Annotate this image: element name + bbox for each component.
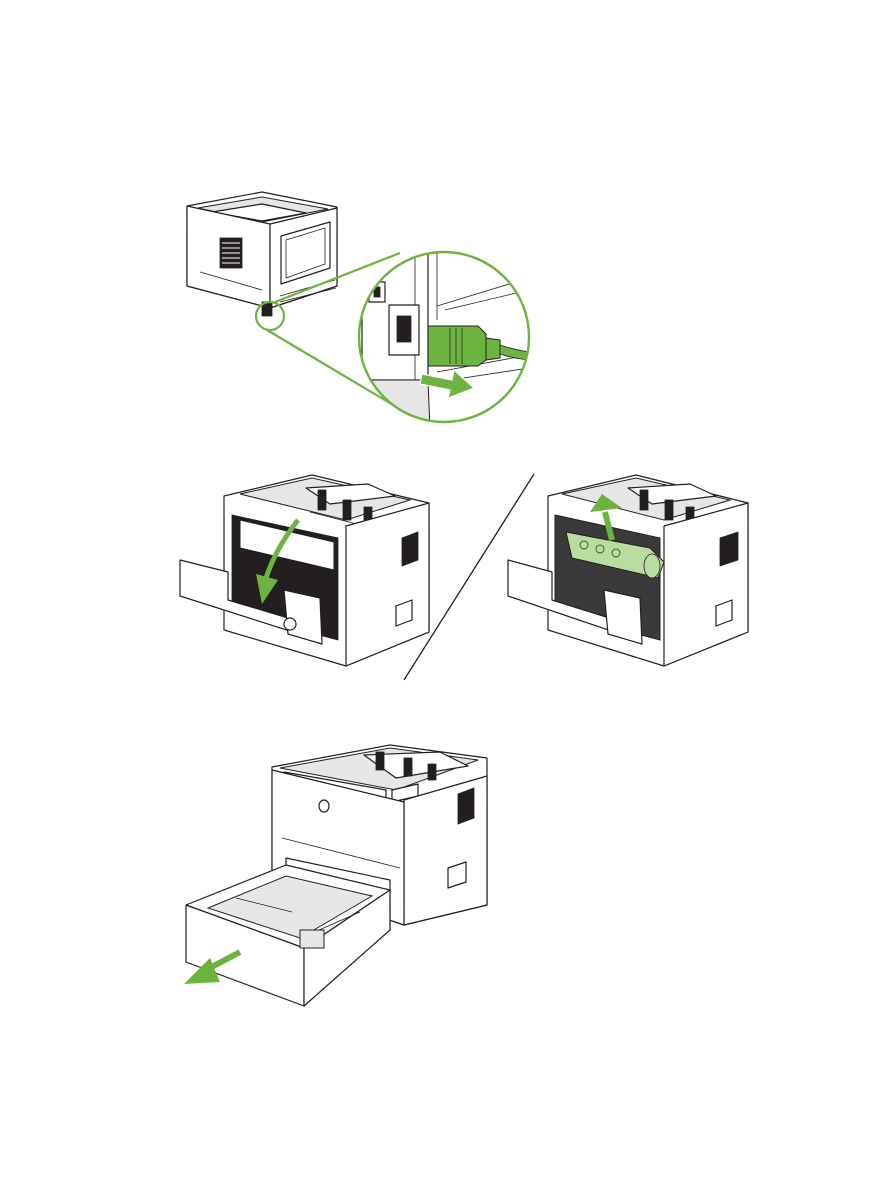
figure-pull-out-tray: [184, 744, 488, 1007]
vent-grille: [401, 531, 419, 567]
arrow-down-curved-icon: [256, 518, 300, 604]
printer-rear-view: [186, 191, 338, 317]
power-cord-plug: [427, 325, 529, 367]
arrow-down-left-icon: [184, 949, 242, 984]
arrow-right-icon: [419, 368, 476, 399]
paper-tray: [185, 857, 391, 1007]
figure-open-front-door: [179, 474, 430, 667]
figure-unplug-power-cord: [186, 191, 531, 424]
zoom-circle-outline: [357, 250, 531, 424]
arrow-up-icon: [590, 494, 622, 541]
zoom-source-circle: [254, 300, 286, 332]
output-bin-rollers: [375, 751, 437, 781]
zoom-detail-power-socket: [359, 252, 529, 422]
figure-remove-toner-cartridge: [507, 474, 749, 667]
step-divider-line: [403, 473, 535, 681]
toner-cartridge: [565, 531, 665, 579]
vent-grille: [719, 531, 739, 567]
output-bin-rollers: [639, 489, 695, 526]
vent-grille: [457, 787, 475, 825]
vent-grille: [219, 237, 243, 269]
